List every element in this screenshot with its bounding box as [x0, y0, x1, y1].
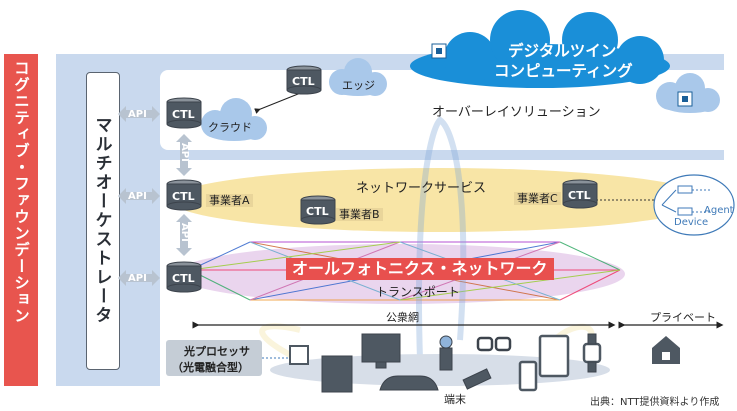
- edge-label: エッジ: [342, 79, 375, 92]
- edge-cloud-shape: [329, 58, 387, 96]
- ctl-label: CTL: [568, 189, 591, 202]
- data-flow-arcs: [259, 116, 595, 363]
- terminal-label: 端末: [444, 393, 466, 406]
- cloud-label: クラウド: [208, 121, 252, 134]
- orchestrator-text: マルチオーケストレータ: [86, 72, 118, 368]
- processor-label-2: （光電融合型）: [172, 361, 249, 374]
- network-services-label: ネットワークサービス: [356, 181, 487, 196]
- ctl-cylinders: [166, 65, 598, 293]
- chip-icon: [431, 43, 447, 59]
- public-network-label: 公衆網: [386, 311, 419, 324]
- ctl-label: CTL: [172, 108, 195, 121]
- overlay-label: オーバーレイソリューション: [432, 105, 601, 120]
- ctl-label: CTL: [306, 205, 329, 218]
- car-icon: [379, 375, 439, 391]
- agent-diagram: [653, 174, 735, 236]
- title-label: コグニティブ・ファウンデーション: [12, 60, 30, 324]
- orchestrator-label: マルチオーケストレータ: [91, 115, 112, 325]
- ctl-label: CTL: [172, 190, 195, 203]
- agent-label: Agent: [704, 205, 734, 216]
- apn-title-box: オールフォトニクス・ネットワーク: [286, 258, 554, 280]
- device-icons: [289, 333, 602, 393]
- phone-icon: [518, 360, 538, 392]
- plant-icon: [439, 335, 453, 371]
- operator-b: 事業者B: [336, 208, 383, 221]
- tablet-icon: [538, 334, 570, 378]
- processor-box: [166, 340, 262, 376]
- title-text: コグニティブ・ファウンデーション: [4, 60, 38, 324]
- private-label: プライベート: [650, 311, 716, 324]
- transport-label: トランスポート: [376, 285, 460, 299]
- monitor-icon: [361, 333, 401, 363]
- title-bar: [4, 54, 38, 386]
- operator-a: 事業者A: [206, 194, 253, 207]
- digital-twin-title-2: コンピューティング: [494, 62, 633, 80]
- api-label: API: [128, 191, 147, 202]
- cloud-shape: [201, 98, 267, 141]
- orchestrator-box: [86, 72, 120, 370]
- apn-title: オールフォトニクス・ネットワーク: [292, 259, 548, 278]
- api-label: API: [128, 273, 147, 284]
- ctl-label: CTL: [172, 272, 195, 285]
- chip-icon: [289, 345, 309, 365]
- api-label-vertical: API: [179, 143, 190, 162]
- api-label: API: [128, 109, 147, 120]
- device-label: Device: [674, 217, 709, 228]
- api-label-vertical: API: [179, 223, 190, 242]
- ctl-label: CTL: [292, 75, 315, 88]
- source-note: 出典：NTT提供資料より作成: [590, 397, 720, 408]
- digital-twin-title-1: デジタルツイン: [508, 42, 617, 60]
- glasses-icon: [476, 336, 512, 352]
- api-arrows: [118, 106, 192, 286]
- operator-c: 事業者C: [514, 192, 561, 205]
- house-icon: [652, 336, 680, 364]
- watch-icon: [582, 333, 602, 373]
- processor-label-1: 光プロセッサ: [184, 345, 250, 358]
- camera-icon: [462, 368, 492, 390]
- digital-twin-cloud: [410, 10, 670, 88]
- chip-icon: [677, 91, 693, 107]
